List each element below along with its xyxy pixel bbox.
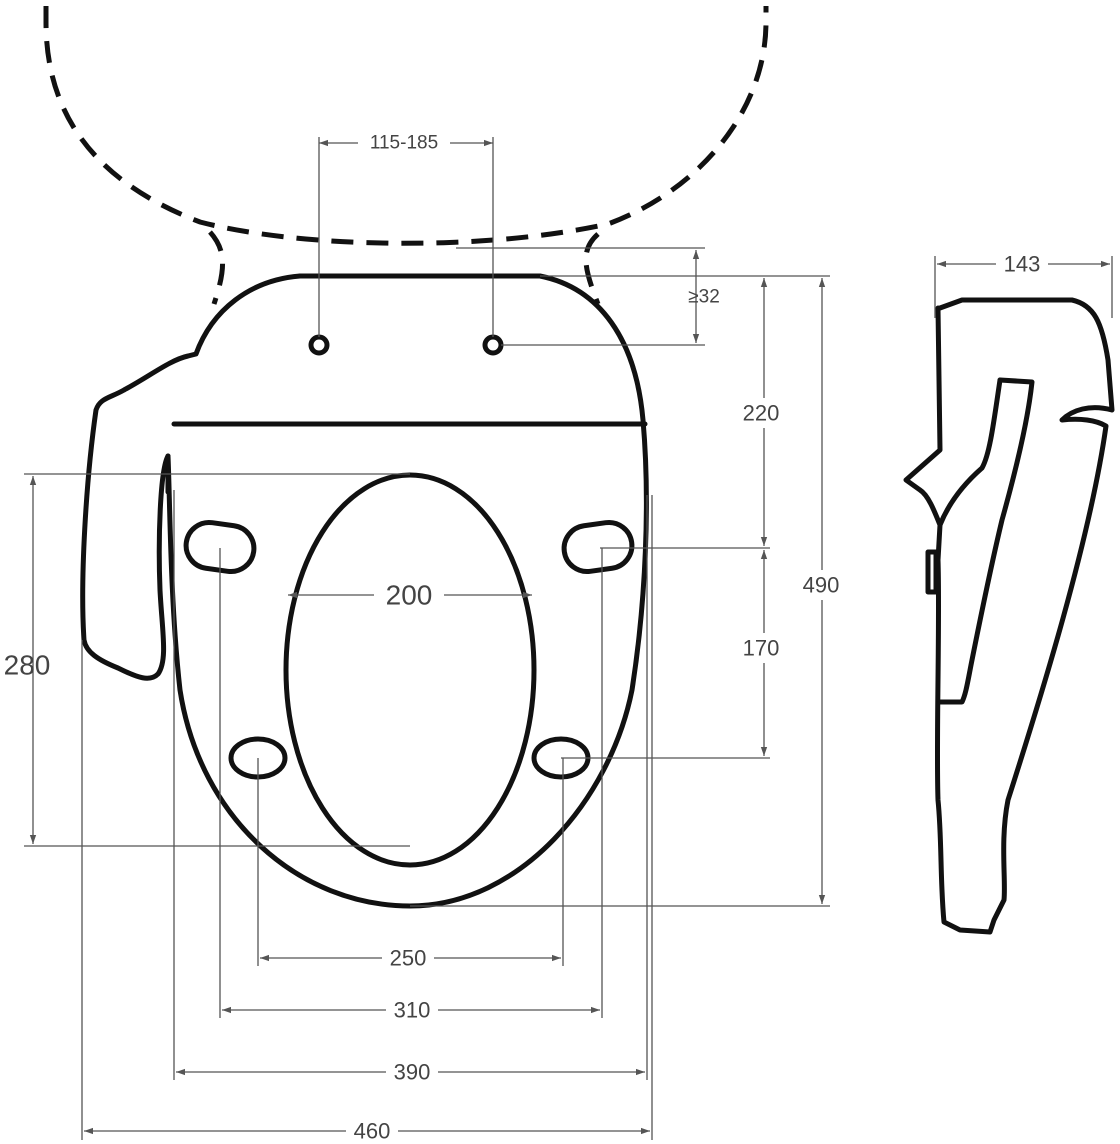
label-bg-total-length <box>794 570 850 600</box>
label-bg-side-height <box>996 250 1048 278</box>
label-bg-overall-width <box>346 1117 398 1144</box>
label-front-hole-spacing: 250 <box>390 946 427 971</box>
bumper-rear-left <box>183 519 257 575</box>
label-hole-spacing: 170 <box>743 636 780 661</box>
label-rear-offset: ≥32 <box>688 287 720 308</box>
side-view-outline <box>903 297 1115 935</box>
bumper-rear-right <box>561 519 635 575</box>
seat-opening <box>283 472 537 868</box>
bowl-rim-right-dashed <box>583 232 601 305</box>
label-bg-hole-spacing <box>734 633 790 663</box>
mounting-bolt-left <box>308 334 330 356</box>
label-bg-opening-width <box>374 578 444 612</box>
mounting-bolt-right <box>482 334 504 356</box>
label-overall-width: 460 <box>354 1119 391 1144</box>
label-seat-width: 390 <box>394 1060 431 1085</box>
label-bolt-to-front-hole: 220 <box>743 401 780 426</box>
label-bg-front-hole-spacing <box>382 944 434 972</box>
label-bg-bolt-spacing <box>358 130 450 156</box>
label-side-height: 143 <box>1004 252 1041 277</box>
bowl-outline-dashed <box>43 6 769 246</box>
side-view-hinge-curve <box>937 377 1003 528</box>
control-panel-arm <box>80 273 303 681</box>
label-bolt-spacing: 115-185 <box>370 133 438 154</box>
seat-outline <box>165 273 649 909</box>
label-rear-hole-spacing: 310 <box>394 998 431 1023</box>
label-total-length: 490 <box>803 573 840 598</box>
label-opening-width: 200 <box>386 580 433 611</box>
side-view-inner-profile <box>937 377 1035 705</box>
label-opening-length: 280 <box>4 650 51 681</box>
label-bg-seat-width <box>386 1058 438 1086</box>
label-bg-rear-hole-spacing <box>386 996 438 1024</box>
side-view-button <box>925 549 939 595</box>
label-bg-bolt-to-front-hole <box>734 398 790 428</box>
bowl-rim-left-dashed <box>208 230 226 305</box>
